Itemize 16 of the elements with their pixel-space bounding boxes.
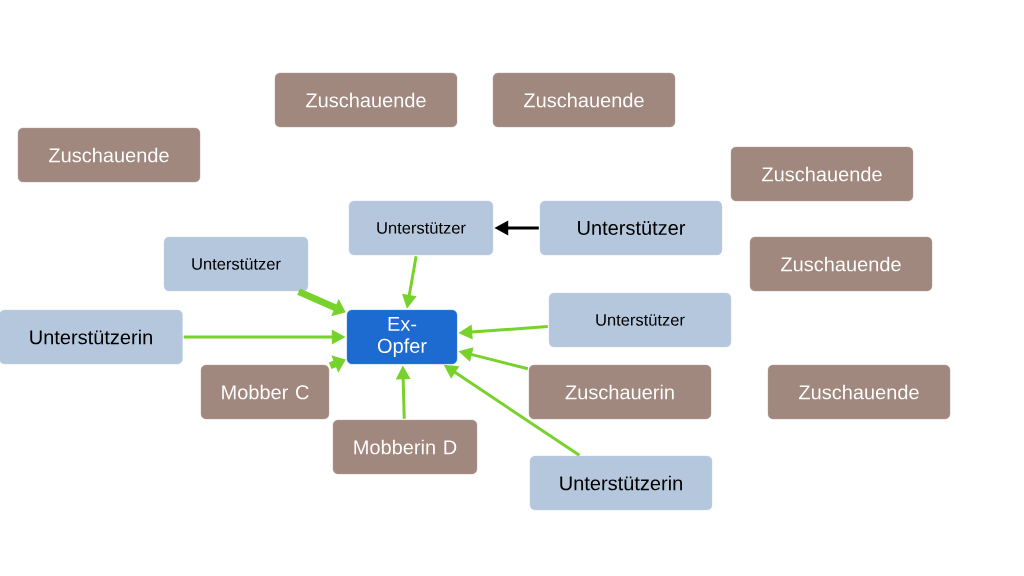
person-box: Zuschauende bbox=[730, 146, 914, 202]
person-box: Unterstützer bbox=[163, 236, 309, 292]
person-box: Mobberin D bbox=[332, 419, 478, 475]
person-box: Mobber C bbox=[200, 364, 330, 420]
person-box: Unterstützer bbox=[548, 292, 732, 348]
person-box: Zuschauende bbox=[749, 236, 933, 292]
person-box: Zuschauende bbox=[492, 72, 676, 128]
person-box: Unterstützer bbox=[539, 200, 723, 256]
person-box: Zuschauende bbox=[274, 72, 458, 128]
person-box: Zuschauerin bbox=[528, 364, 712, 420]
person-box: Ex-Opfer bbox=[346, 309, 458, 365]
person-box: Unterstützerin bbox=[0, 309, 183, 365]
person-box: Unterstützerin bbox=[529, 455, 713, 511]
person-box: Zuschauende bbox=[767, 364, 951, 420]
person-box: Unterstützer bbox=[348, 200, 494, 256]
person-box: Zuschauende bbox=[17, 127, 201, 183]
